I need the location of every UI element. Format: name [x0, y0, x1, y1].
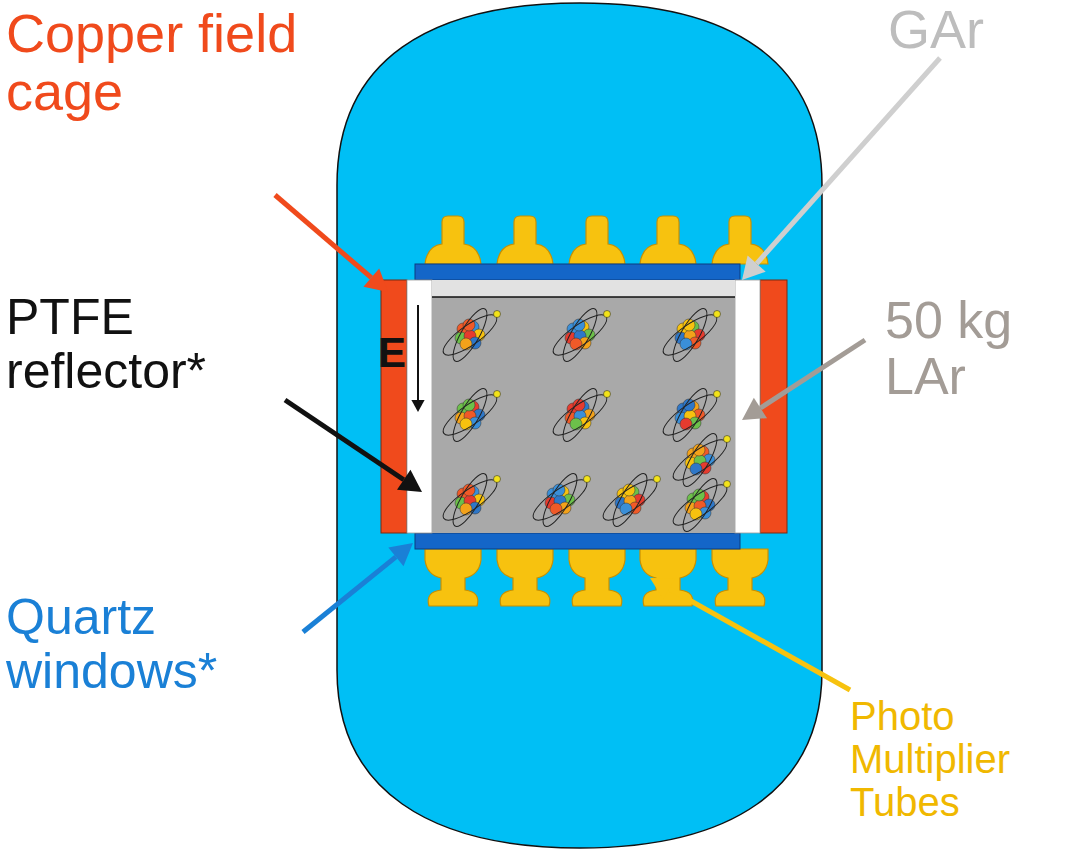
- pmt-symbol: [497, 216, 553, 264]
- pmt-symbol: [640, 216, 696, 264]
- part-label: Quartz windows*: [6, 590, 296, 698]
- quartz-window: [415, 533, 740, 549]
- liquid-surface: [432, 296, 735, 298]
- liquid-argon-volume: [432, 297, 735, 533]
- leader-arrow: [285, 400, 422, 492]
- part-label: PTFE reflector*: [6, 290, 276, 398]
- pmt-symbol: [497, 549, 553, 606]
- part-label: 50 kg LAr: [885, 292, 1065, 404]
- argon-atom-icon: [438, 470, 502, 531]
- pmt-symbol: [569, 549, 625, 606]
- quartz-window: [415, 264, 740, 280]
- argon-atom-icon: [438, 305, 502, 366]
- argon-atom-icon: [548, 305, 612, 366]
- pmt-array-bottom: [425, 549, 768, 606]
- leader-arrow: [742, 340, 865, 420]
- pmt-symbol: [712, 549, 768, 606]
- pmt-symbol: [425, 216, 481, 264]
- leader-arrow: [275, 195, 388, 292]
- leader-arrow: [650, 578, 850, 690]
- part-label: Copper field cage: [6, 4, 336, 121]
- leader-arrow: [303, 543, 413, 632]
- electric-field-arrow: [411, 305, 424, 412]
- ptfe-reflector: [407, 280, 432, 533]
- pmt-symbol: [425, 549, 481, 606]
- argon-atom-icon: [548, 385, 612, 446]
- argon-atom-icon: [658, 385, 722, 446]
- argon-atom-icon: [668, 475, 732, 536]
- cryostat: [337, 3, 822, 848]
- part-label: Photo Multiplier Tubes: [850, 695, 1065, 825]
- pmt-symbol: [569, 216, 625, 264]
- argon-atom-icon: [438, 385, 502, 446]
- argon-atom-icon: [668, 430, 732, 491]
- pmt-array-top: [425, 216, 768, 264]
- argon-atom-icon: [658, 305, 722, 366]
- leader-arrow: [742, 58, 940, 280]
- argon-atom-icon: [528, 470, 592, 531]
- argon-atom-icon: [598, 470, 662, 531]
- copper-field-cage: [381, 280, 407, 533]
- part-label: GAr: [888, 0, 1058, 58]
- field-symbol: E: [378, 330, 418, 375]
- gas-argon-layer: [432, 280, 735, 297]
